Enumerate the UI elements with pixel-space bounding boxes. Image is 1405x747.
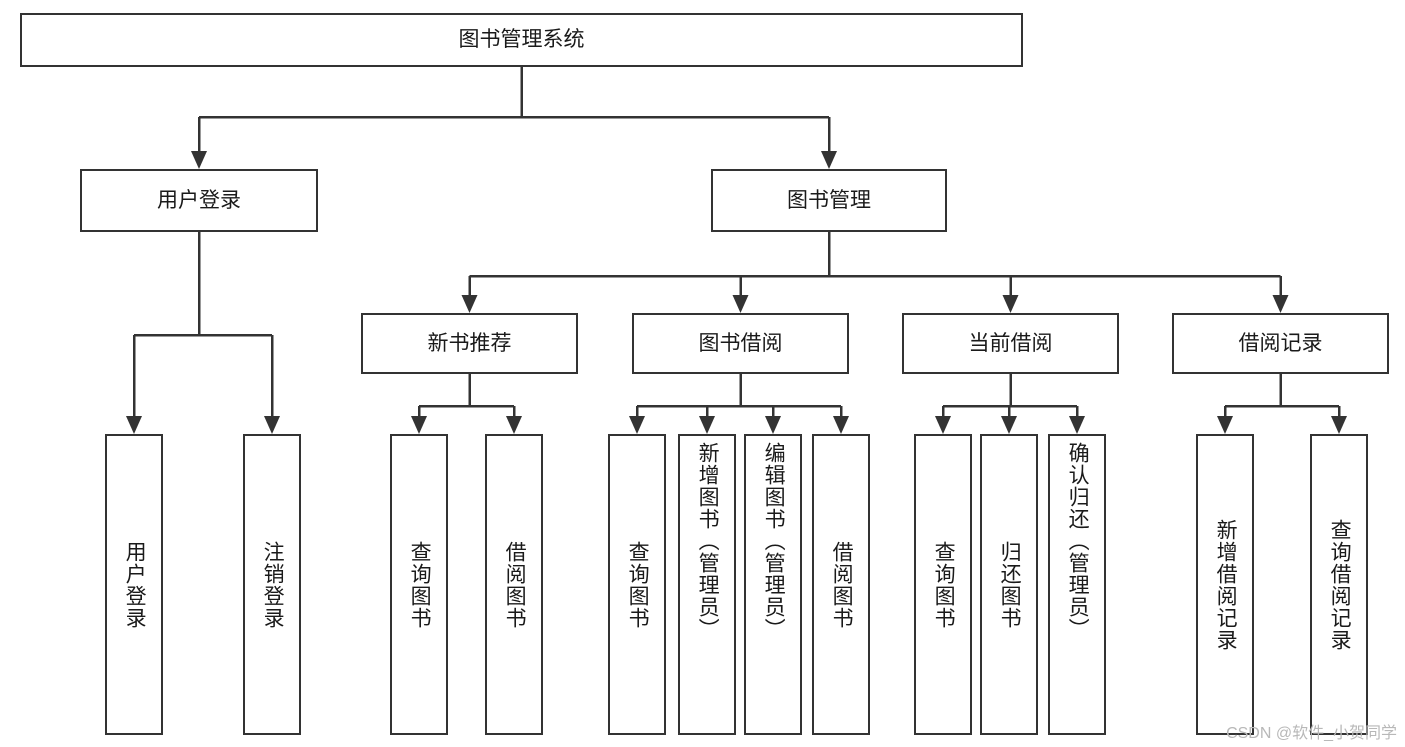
node-label: 确认归还（管理员）	[1066, 442, 1090, 640]
arrow-head-icon	[833, 416, 849, 434]
node-leaf-query-book-3[interactable]: 查询图书	[914, 434, 972, 735]
arrow-head-icon	[1217, 416, 1233, 434]
node-label: 编辑图书（管理员）	[762, 442, 786, 640]
node-leaf-query-book-2[interactable]: 查询图书	[608, 434, 666, 735]
node-current-borrow[interactable]: 当前借阅	[902, 313, 1119, 374]
node-leaf-query-book-1[interactable]: 查询图书	[390, 434, 448, 735]
node-leaf-query-record[interactable]: 查询借阅记录	[1310, 434, 1368, 735]
node-label: 图书管理	[787, 188, 871, 212]
node-label: 借阅记录	[1238, 331, 1323, 355]
arrow-head-icon	[732, 295, 749, 313]
node-book-borrow[interactable]: 图书借阅	[632, 313, 849, 374]
node-leaf-user-login[interactable]: 用户登录	[105, 434, 163, 735]
node-root[interactable]: 图书管理系统	[20, 13, 1023, 67]
arrow-head-icon	[461, 295, 478, 313]
node-leaf-borrow-book-2[interactable]: 借阅图书	[812, 434, 870, 735]
node-leaf-add-book[interactable]: 新增图书（管理员）	[678, 434, 736, 735]
arrow-head-icon	[191, 151, 207, 169]
node-label: 借阅图书	[503, 540, 527, 629]
node-label: 归还图书	[998, 540, 1022, 629]
arrow-head-icon	[1069, 416, 1085, 434]
arrow-head-icon	[1001, 416, 1017, 434]
node-leaf-add-record[interactable]: 新增借阅记录	[1196, 434, 1254, 735]
arrow-head-icon	[264, 416, 280, 434]
node-label: 注销登录	[261, 540, 285, 629]
node-label: 查询图书	[932, 540, 956, 629]
node-leaf-return-book[interactable]: 归还图书	[980, 434, 1038, 735]
node-label: 借阅图书	[830, 540, 854, 629]
watermark: CSDN @软件_小贺同学	[1226, 725, 1397, 742]
node-book-manage[interactable]: 图书管理	[711, 169, 947, 232]
node-leaf-edit-book[interactable]: 编辑图书（管理员）	[744, 434, 802, 735]
node-label: 新增借阅记录	[1214, 518, 1238, 651]
node-label: 查询图书	[626, 540, 650, 629]
arrow-head-icon	[1002, 295, 1019, 313]
node-user-login[interactable]: 用户登录	[80, 169, 318, 232]
node-label: 新增图书（管理员）	[696, 442, 720, 640]
node-label: 当前借阅	[968, 331, 1053, 355]
node-label: 用户登录	[157, 188, 241, 212]
node-leaf-logout[interactable]: 注销登录	[243, 434, 301, 735]
arrow-head-icon	[1331, 416, 1347, 434]
arrow-head-icon	[765, 416, 781, 434]
arrow-head-icon	[821, 151, 837, 169]
node-borrow-record[interactable]: 借阅记录	[1172, 313, 1389, 374]
node-label: 图书借阅	[698, 331, 783, 355]
node-label: 图书管理系统	[458, 28, 585, 52]
node-leaf-confirm-return[interactable]: 确认归还（管理员）	[1048, 434, 1106, 735]
arrow-head-icon	[411, 416, 427, 434]
arrow-head-icon	[629, 416, 645, 434]
arrow-head-icon	[699, 416, 715, 434]
node-new-book-rec[interactable]: 新书推荐	[361, 313, 578, 374]
arrow-head-icon	[1272, 295, 1289, 313]
node-label: 查询图书	[408, 540, 432, 629]
node-label: 查询借阅记录	[1328, 518, 1352, 651]
arrow-head-icon	[506, 416, 522, 434]
node-label: 用户登录	[123, 540, 147, 629]
arrow-head-icon	[126, 416, 142, 434]
node-label: 新书推荐	[427, 331, 512, 355]
node-leaf-borrow-book-1[interactable]: 借阅图书	[485, 434, 543, 735]
arrow-head-icon	[935, 416, 951, 434]
